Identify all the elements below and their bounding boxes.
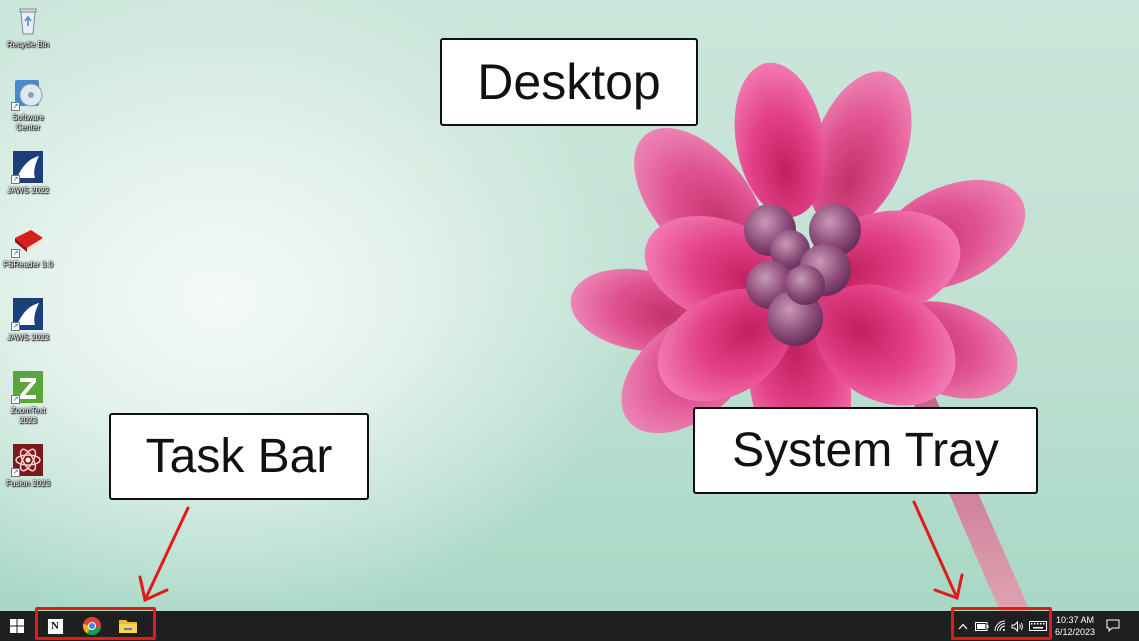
software-center-icon: ↗: [11, 77, 45, 111]
clock-time: 10:37 AM: [1055, 615, 1095, 625]
desktop-icon-fsreader[interactable]: ↗ FSReader 3.0: [0, 224, 56, 270]
folder-icon: [119, 620, 137, 633]
shortcut-arrow-icon: ↗: [11, 468, 20, 477]
taskbar-app-file-explorer[interactable]: [116, 614, 140, 638]
wifi-icon: [994, 620, 1006, 632]
callout-desktop: Desktop: [440, 38, 698, 126]
desktop-icon-label: Fusion 2023: [5, 479, 51, 488]
recycle-bin-icon: [11, 4, 45, 38]
shortcut-arrow-icon: ↗: [11, 249, 20, 258]
taskbar-app-notion[interactable]: N: [43, 614, 67, 638]
tray-volume[interactable]: [1010, 619, 1024, 633]
action-center-button[interactable]: [1106, 619, 1120, 637]
windows-logo-icon: [10, 619, 24, 633]
shortcut-arrow-icon: ↗: [11, 322, 20, 331]
fusion-icon: ↗: [11, 443, 45, 477]
desktop-icon-label: ZoomText 2023: [10, 406, 46, 425]
shortcut-arrow-icon: ↗: [11, 102, 20, 111]
shortcut-arrow-icon: ↗: [11, 395, 20, 404]
desktop-icon-jaws-2022[interactable]: ↗ JAWS 2022: [0, 150, 56, 196]
callout-task-bar: Task Bar: [109, 413, 369, 500]
desktop-icon-label: FSReader 3.0: [3, 260, 53, 269]
tray-network[interactable]: [993, 619, 1007, 633]
shortcut-arrow-icon: ↗: [11, 175, 20, 184]
jaws-icon: ↗: [11, 150, 45, 184]
start-button[interactable]: [0, 611, 34, 641]
chevron-up-icon: [958, 623, 968, 629]
callout-system-tray: System Tray: [693, 407, 1038, 494]
notification-icon: [1106, 619, 1120, 633]
taskbar: N: [0, 611, 1139, 641]
desktop-icon-fusion[interactable]: ↗ Fusion 2023: [0, 443, 56, 489]
keyboard-icon: [1029, 621, 1047, 631]
volume-icon: [1011, 620, 1023, 632]
desktop-icon-label: JAWS 2023: [7, 333, 49, 342]
zoomtext-icon: ↗: [11, 370, 45, 404]
tray-touch-keyboard[interactable]: [1028, 619, 1048, 633]
taskbar-app-chrome[interactable]: [80, 614, 104, 638]
tray-battery[interactable]: [974, 619, 990, 633]
taskbar-clock[interactable]: 10:37 AM 6/12/2023: [1051, 614, 1099, 638]
desktop-icon-label: Recycle Bin: [6, 40, 50, 49]
desktop-icon-zoomtext[interactable]: ↗ ZoomText 2023: [0, 370, 56, 426]
clock-date: 6/12/2023: [1054, 627, 1096, 637]
desktop-icon-jaws-2023[interactable]: ↗ JAWS 2023: [0, 297, 56, 343]
chrome-icon: [82, 617, 101, 636]
desktop-icon-recycle-bin[interactable]: Recycle Bin: [0, 4, 56, 50]
jaws-icon: ↗: [11, 297, 45, 331]
battery-icon: [975, 621, 989, 631]
flower-image: [570, 62, 1030, 611]
tray-overflow-button[interactable]: [957, 619, 969, 633]
notion-icon: N: [46, 617, 64, 635]
desktop-icon-software-center[interactable]: ↗ Software Center: [0, 77, 56, 133]
book-icon: ↗: [11, 224, 45, 258]
desktop-icon-label: JAWS 2022: [7, 186, 49, 195]
desktop-icon-label: Software Center: [12, 113, 44, 132]
